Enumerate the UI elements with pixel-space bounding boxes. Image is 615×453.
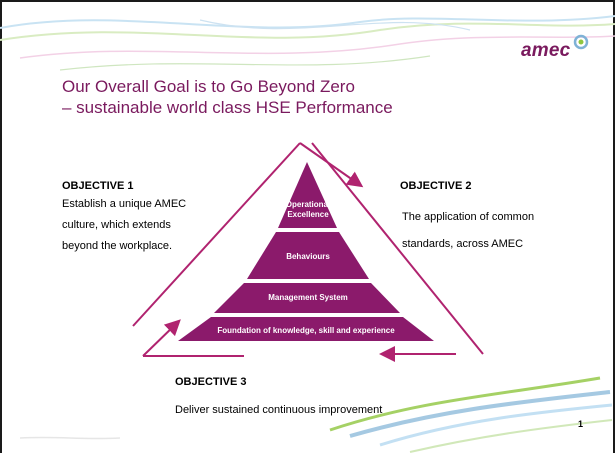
- pyramid-tier-4-label: Foundation of knowledge, skill and exper…: [217, 326, 395, 335]
- slide-title: Our Overall Goal is to Go Beyond Zero – …: [62, 76, 532, 118]
- page-number: 1: [578, 419, 584, 429]
- objective-1-line: Establish a unique AMEC: [62, 198, 187, 210]
- amec-logo-mark-icon: [573, 34, 589, 50]
- objective-1-line: culture, which extends: [62, 219, 171, 231]
- pyramid-tier-3-label: Management System: [268, 293, 348, 302]
- objective-3-line: Deliver sustained continuous improvement: [175, 404, 383, 416]
- objective-3-heading: OBJECTIVE 3: [175, 376, 247, 388]
- cycle-line-left: [132, 142, 301, 327]
- slide-title-line-1: Our Overall Goal is to Go Beyond Zero: [62, 77, 355, 96]
- objective-2-heading: OBJECTIVE 2: [400, 180, 472, 192]
- objective-1-heading: OBJECTIVE 1: [62, 180, 134, 192]
- amec-logo: amec: [521, 40, 571, 61]
- objective-1-text: Establish a unique AMEC culture, which e…: [62, 194, 186, 257]
- slide-border-top: [0, 0, 615, 2]
- pyramid-tier-1-label-line-1: Operational: [286, 200, 330, 209]
- pyramid-tier-3: [214, 283, 400, 313]
- cycle-arrow-bottom-left: [142, 319, 181, 357]
- slide-border-left: [0, 0, 2, 453]
- slide-border-right: [613, 0, 615, 453]
- objective-1-line: beyond the workplace.: [62, 240, 173, 252]
- objective-2-text: The application of common standards, acr…: [402, 204, 534, 258]
- objective-2-line: The application of common: [402, 211, 535, 223]
- cycle-line-right: [311, 142, 484, 355]
- objective-3-text: Deliver sustained continuous improvement: [175, 400, 382, 421]
- slide-title-line-2: – sustainable world class HSE Performanc…: [62, 98, 393, 117]
- pyramid-tier-1: [278, 162, 337, 228]
- objective-2-line: standards, across AMEC: [402, 238, 524, 250]
- pyramid-tier-1-label-line-2: Excellence: [287, 210, 329, 219]
- pyramid-tier-4: [178, 317, 434, 341]
- pyramid-tier-2-label: Behaviours: [286, 252, 330, 261]
- pyramid-tier-2: [247, 232, 369, 279]
